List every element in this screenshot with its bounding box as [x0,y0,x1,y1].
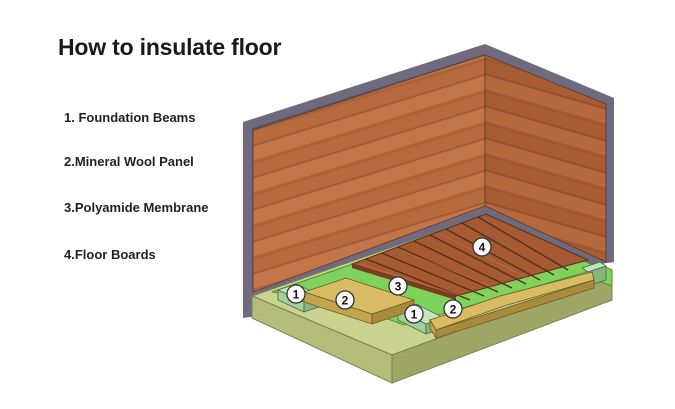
marker-boards: 4 [472,237,492,257]
legend-item-floor-boards: 4.Floor Boards [64,247,156,262]
marker-beam-right: 1 [404,304,424,324]
legend-item-polyamide-membrane: 3.Polyamide Membrane [64,200,209,215]
marker-beam-left: 1 [286,284,306,304]
marker-membrane-label: 3 [395,280,402,294]
marker-wool-left: 2 [335,290,355,310]
page-title: How to insulate floor [58,34,282,60]
mineral-wool-panel-left [302,277,416,325]
marker-wool-right-label: 2 [450,303,457,317]
marker-beam-right-label: 1 [411,308,418,322]
marker-membrane: 3 [388,276,408,296]
marker-wool-right: 2 [443,299,463,319]
legend-item-foundation-beams: 1. Foundation Beams [64,110,196,125]
marker-wool-left-label: 2 [342,294,349,308]
marker-boards-label: 4 [479,241,486,255]
mineral-wool-panel-right [429,271,595,340]
marker-beam-left-label: 1 [293,288,300,302]
legend-item-mineral-wool-panel: 2.Mineral Wool Panel [64,154,194,169]
